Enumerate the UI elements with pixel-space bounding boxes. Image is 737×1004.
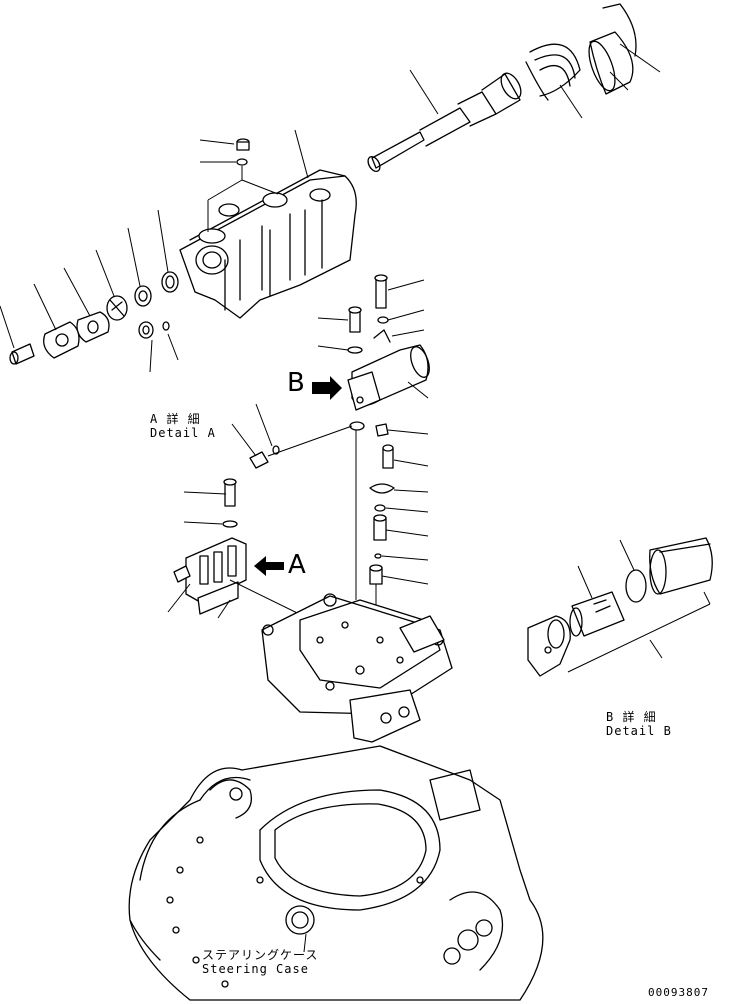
valve-body — [179, 169, 357, 319]
plug-and-oring — [207, 138, 279, 232]
solenoid-valve — [347, 309, 430, 411]
leader-lines-top — [409, 43, 661, 119]
spool-shaft — [367, 72, 522, 173]
valve-assembly-a — [167, 478, 337, 633]
bolt-upper-left — [317, 306, 363, 354]
control-valve-block — [261, 593, 453, 743]
drawing-number: 00093807 — [648, 986, 709, 999]
steering-case — [128, 745, 544, 1001]
steering-case-label-jp: ステアリングケース — [202, 948, 319, 962]
arrow-a-shape — [254, 556, 284, 576]
detail-a-title-en: Detail A — [150, 426, 216, 440]
plug-near-detail-a — [231, 403, 353, 469]
detail-b-title-jp: B 詳 細 — [606, 710, 657, 724]
plunger-cap — [588, 3, 637, 95]
leader-lines-a — [0, 129, 309, 373]
detail-a-title-jp: A 詳 細 — [150, 412, 201, 426]
bolt-upper-right — [374, 274, 425, 309]
small-parts-column — [349, 421, 429, 605]
arrow-a-label: A — [288, 550, 306, 580]
detail-b-parts — [527, 537, 713, 677]
arrow-b-label: B — [287, 368, 305, 398]
detail-b-title-en: Detail B — [606, 724, 672, 738]
arrow-b-shape — [312, 376, 342, 400]
flange-parts — [9, 271, 179, 365]
steering-case-label-en: Steering Case — [202, 962, 309, 976]
spring-coil — [525, 43, 581, 101]
